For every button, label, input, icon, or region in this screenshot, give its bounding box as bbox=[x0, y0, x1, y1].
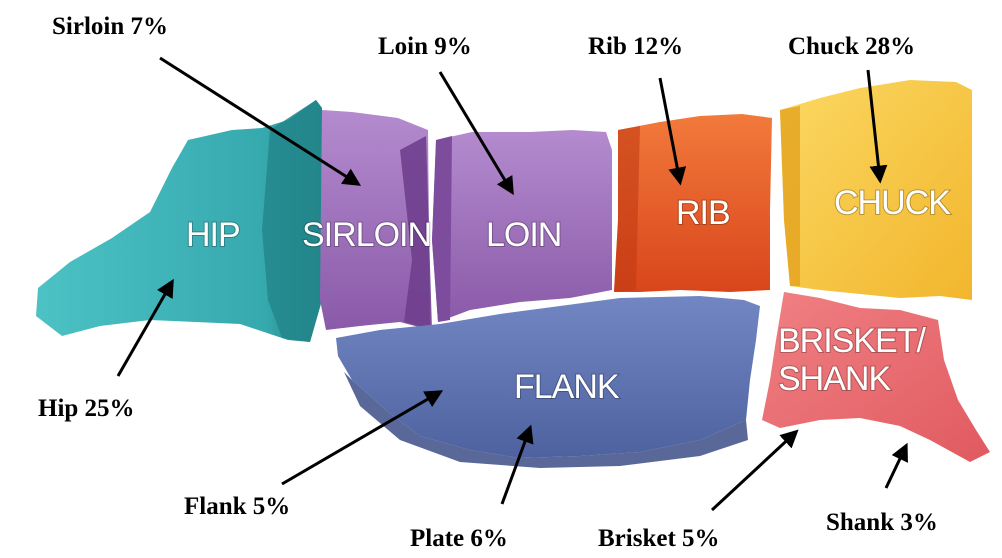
brisket-shank-label-line1: BRISKET/ bbox=[778, 322, 926, 360]
loin-label: LOIN bbox=[486, 216, 561, 254]
rib-label: RIB bbox=[676, 194, 730, 232]
loin-cut: LOIN bbox=[432, 130, 612, 322]
sirloin-label: SIRLOIN bbox=[302, 216, 431, 254]
hip-callout: Hip 25% bbox=[38, 395, 135, 422]
chuck-cut: CHUCK bbox=[780, 80, 972, 300]
chuck-callout: Chuck 28% bbox=[788, 33, 915, 60]
shank-arrow bbox=[886, 446, 906, 488]
brisket-callout: Brisket 5% bbox=[598, 525, 720, 552]
hip-label: HIP bbox=[186, 216, 240, 254]
sirloin-callout: Sirloin 7% bbox=[52, 13, 168, 40]
shank-callout: Shank 3% bbox=[826, 509, 938, 536]
chuck-label: CHUCK bbox=[834, 184, 951, 222]
hip-cut: HIP bbox=[36, 100, 322, 342]
brisket-shank-label-line2: SHANK bbox=[778, 360, 891, 398]
loin-callout: Loin 9% bbox=[378, 33, 472, 60]
rib-callout: Rib 12% bbox=[588, 33, 683, 60]
rib-cut: RIB bbox=[614, 114, 772, 292]
flank-label: FLANK bbox=[514, 368, 620, 406]
flank-callout: Flank 5% bbox=[184, 493, 290, 520]
plate-callout: Plate 6% bbox=[410, 525, 508, 552]
brisket-shank-cut: BRISKET/ SHANK bbox=[762, 292, 990, 462]
